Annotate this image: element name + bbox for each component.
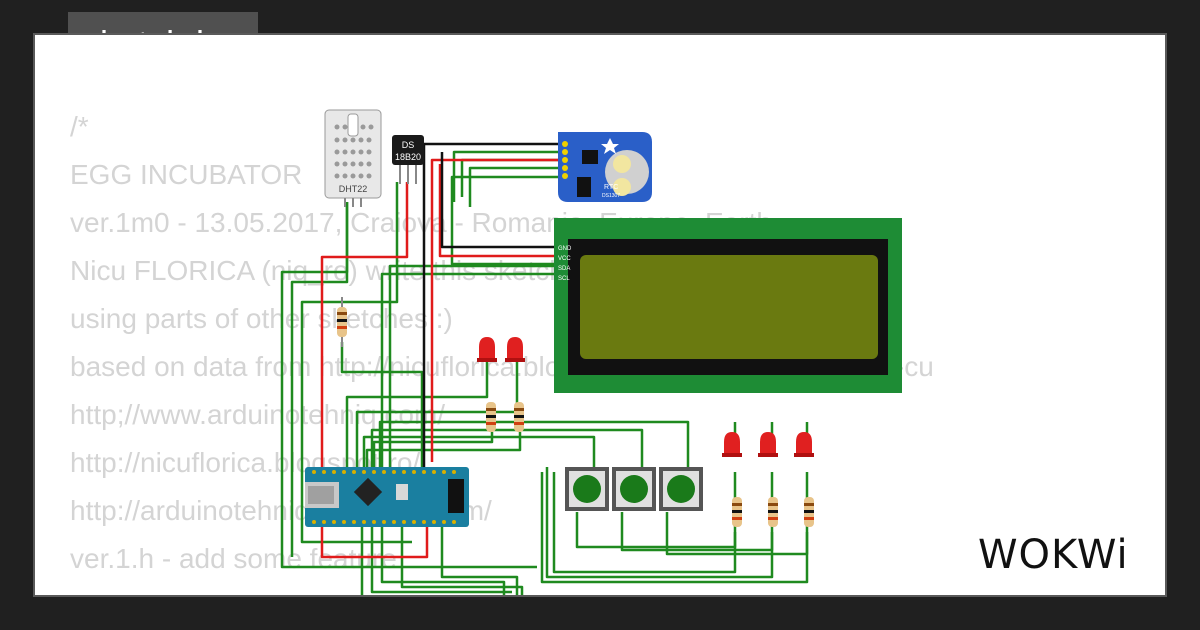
circuit-diagram: DHT22 DS 18B20 [280, 109, 902, 595]
resistor[interactable] [486, 402, 496, 432]
lcd-display[interactable]: GND VCC SDA SCL [554, 218, 902, 393]
dht22-sensor[interactable]: DHT22 [324, 109, 382, 207]
rtc-label: RTC [604, 184, 618, 191]
code-line: /* [70, 111, 89, 142]
lcd-pin-sda: SDA [558, 266, 570, 272]
rtc-module[interactable]: RTC DS1307 [558, 132, 652, 202]
led[interactable] [505, 337, 525, 362]
rtc-chip-label: DS1307 [602, 193, 620, 199]
resistor[interactable] [804, 497, 814, 527]
ds18b20-sensor[interactable]: DS 18B20 [392, 135, 424, 184]
code-line: ver.1.h - add some feature [70, 543, 397, 574]
dht22-label: DHT22 [339, 184, 368, 194]
led[interactable] [794, 432, 814, 457]
resistor[interactable] [514, 402, 524, 432]
wokwi-logo: WOKWi [978, 532, 1129, 578]
resistor[interactable] [768, 497, 778, 527]
lcd-pin-gnd: GND [558, 246, 572, 252]
resistor[interactable] [337, 297, 347, 347]
wokwi-logo-text: WOKWi [978, 532, 1129, 578]
led[interactable] [722, 432, 742, 457]
pushbutton[interactable] [565, 467, 609, 511]
arduino-nano[interactable] [305, 467, 469, 527]
code-line: v.2.0 - add some changes for RTC [70, 583, 934, 595]
led[interactable] [477, 337, 497, 362]
ds18b20-label-2: 18B20 [395, 152, 421, 162]
led[interactable] [758, 432, 778, 457]
code-line: EGG INCUBATOR [70, 159, 303, 190]
pushbutton[interactable] [659, 467, 703, 511]
resistor[interactable] [732, 497, 742, 527]
ds18b20-label-1: DS [402, 140, 415, 150]
simulation-canvas[interactable]: /* EGG INCUBATOR ver.1m0 - 13.05.2017, C… [33, 33, 1167, 597]
lcd-pin-scl: SCL [558, 276, 570, 282]
pushbutton[interactable] [612, 467, 656, 511]
lcd-pin-vcc: VCC [558, 256, 571, 262]
